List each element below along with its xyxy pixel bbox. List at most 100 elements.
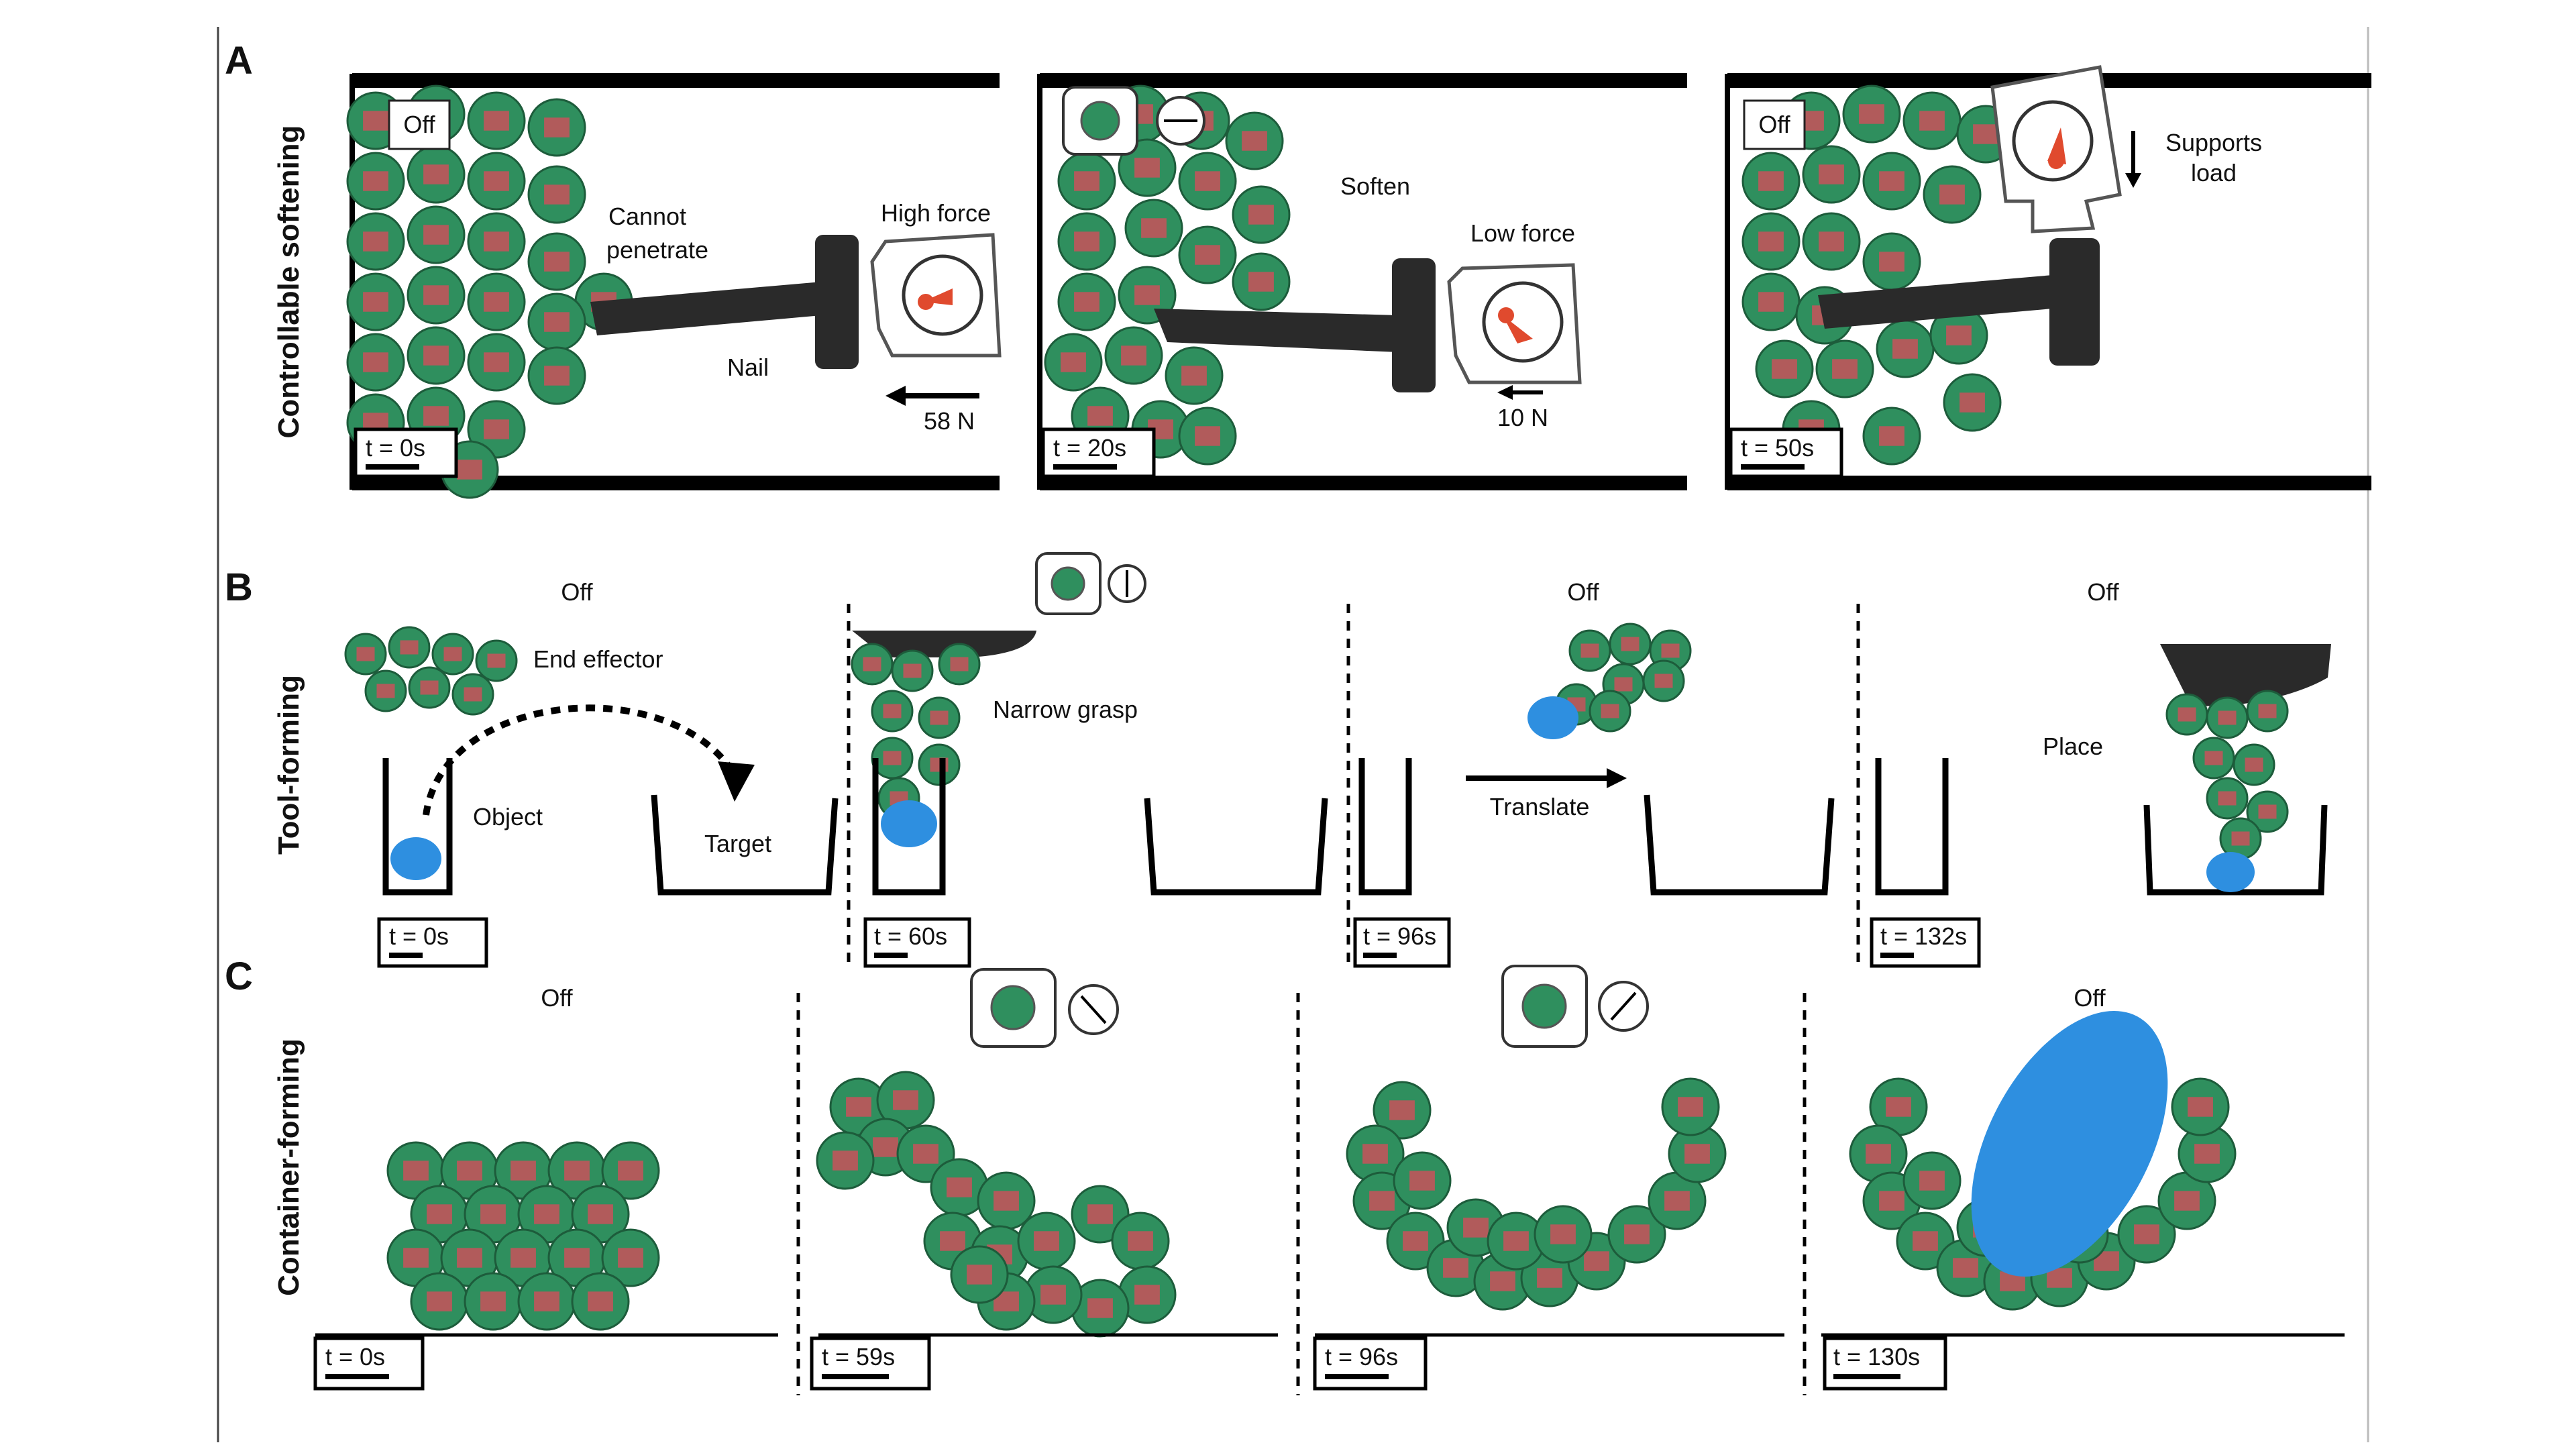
time-b1: t = 0s bbox=[389, 922, 449, 950]
robot-chip bbox=[1074, 292, 1099, 312]
robot-chip bbox=[484, 111, 509, 131]
robot-chip bbox=[403, 1248, 429, 1268]
robot-chip bbox=[544, 117, 570, 138]
robot-swarm-c1 bbox=[386, 1141, 660, 1331]
robot-chip bbox=[1134, 285, 1160, 305]
robot-chip bbox=[1181, 366, 1207, 386]
robot-chip bbox=[1879, 426, 1904, 446]
annotation-a1-cannot: Cannot bbox=[608, 203, 686, 230]
status-box-a3 bbox=[1743, 99, 1806, 150]
target-cup-b2 bbox=[1144, 798, 1328, 896]
annotation-b1-object: Object bbox=[473, 803, 543, 830]
annotation-b2-narrow-grasp: Narrow grasp bbox=[993, 696, 1138, 723]
robot-chip bbox=[1664, 1191, 1690, 1211]
robot-chip bbox=[1654, 674, 1673, 688]
robot-chip bbox=[1141, 218, 1167, 238]
robot-chip bbox=[618, 1161, 643, 1181]
robot-chip bbox=[1389, 1100, 1415, 1120]
panel-b4: Off Place t = 132s bbox=[1870, 578, 2331, 968]
horizontal-arrow-icon-a2 bbox=[1156, 96, 1205, 146]
annotation-a1-penetrate: penetrate bbox=[606, 236, 708, 264]
robot-chip bbox=[903, 663, 922, 678]
panel-c1: Off t = 0s bbox=[313, 984, 778, 1391]
robot-chip bbox=[1678, 1097, 1703, 1117]
robot-chip bbox=[1819, 231, 1844, 252]
robot-chip bbox=[1362, 1144, 1388, 1164]
robot-chip bbox=[403, 1161, 429, 1181]
trajectory-head-b1 bbox=[718, 761, 755, 802]
robot-chip bbox=[1074, 171, 1099, 191]
robot-chip bbox=[511, 1248, 536, 1268]
robot-chip bbox=[2178, 707, 2196, 722]
annotation-a1-high-force: High force bbox=[881, 199, 991, 227]
robot-chip bbox=[427, 1204, 452, 1224]
status-box-a1 bbox=[388, 99, 451, 150]
robot-chip bbox=[1919, 1171, 1945, 1191]
time-c2: t = 59s bbox=[822, 1343, 895, 1371]
nail-head-a3 bbox=[2049, 238, 2100, 366]
diagonal-arrow-icon-c2 bbox=[1068, 984, 1119, 1035]
time-b3: t = 96s bbox=[1363, 922, 1436, 950]
robot-chip bbox=[1537, 1268, 1562, 1288]
panel-b1: Off End effector Object Target t = 0s bbox=[344, 578, 839, 968]
robot-chip bbox=[1621, 637, 1640, 651]
robot-swarm-b3 bbox=[1555, 623, 1692, 733]
panel-c4: Off t = 130s bbox=[1821, 984, 2345, 1391]
time-a1: t = 0s bbox=[366, 434, 425, 462]
annotation-a2-soften: Soften bbox=[1340, 172, 1410, 200]
source-cup-b2 bbox=[872, 758, 946, 896]
robot-chip bbox=[2174, 1191, 2200, 1211]
robot-chip bbox=[1580, 643, 1599, 658]
robot-chip bbox=[400, 640, 419, 655]
robot-chip bbox=[484, 292, 509, 312]
target-cup-b1 bbox=[651, 794, 839, 896]
row-b-letter: B bbox=[225, 566, 253, 609]
robot-chip bbox=[1758, 292, 1784, 312]
robot-chip bbox=[484, 352, 509, 372]
force-gauge-a1 bbox=[870, 233, 1002, 358]
object-c4 bbox=[1971, 1010, 2168, 1277]
robot-chip bbox=[2218, 710, 2237, 725]
robot-chip bbox=[1040, 1285, 1066, 1305]
time-box-b3 bbox=[1353, 917, 1451, 968]
robot-chip bbox=[457, 460, 482, 480]
trajectory-b1 bbox=[423, 704, 738, 816]
robot-chip bbox=[1684, 1144, 1710, 1164]
time-box-b4 bbox=[1870, 917, 1981, 968]
robot-chip bbox=[2245, 757, 2263, 772]
robot-chip bbox=[1087, 1204, 1113, 1224]
robot-chip bbox=[464, 687, 482, 702]
annotation-b3-translate: Translate bbox=[1490, 793, 1590, 820]
robot-chip bbox=[2134, 1224, 2159, 1244]
target-cup-b3 bbox=[1644, 794, 1835, 896]
nail-shaft-a2 bbox=[1154, 309, 1399, 352]
status-a3: Off bbox=[1758, 111, 1790, 138]
robot-chip bbox=[1939, 184, 1965, 205]
robot-chip bbox=[1919, 111, 1945, 131]
robot-chip bbox=[1248, 272, 1274, 292]
end-effector-b4 bbox=[2160, 644, 2331, 706]
robot-chip bbox=[873, 1137, 898, 1157]
robot-chip bbox=[2188, 1097, 2213, 1117]
robot-chip bbox=[376, 684, 395, 698]
annotation-b1-target: Target bbox=[704, 830, 771, 857]
time-b2: t = 60s bbox=[874, 922, 947, 950]
robot-chip bbox=[1134, 1285, 1160, 1305]
robot-swarm-b2 bbox=[851, 643, 981, 820]
robot-chip bbox=[457, 1248, 482, 1268]
robot-chip bbox=[1134, 158, 1160, 178]
robot-chip bbox=[2231, 831, 2250, 846]
robot-chip bbox=[363, 231, 388, 252]
robot-chip bbox=[427, 1291, 452, 1311]
time-box-b1 bbox=[377, 917, 488, 968]
robot-swarm-b4 bbox=[2165, 690, 2289, 860]
time-c4: t = 130s bbox=[1833, 1343, 1920, 1371]
robot-chip bbox=[588, 1291, 613, 1311]
robot-chip bbox=[2258, 704, 2277, 718]
time-box-b2 bbox=[863, 917, 971, 968]
robot-chip bbox=[588, 1204, 613, 1224]
robot-chip bbox=[2047, 1268, 2072, 1288]
object-b3 bbox=[1527, 696, 1578, 739]
annotation-a2-force-value: 10 N bbox=[1497, 404, 1548, 431]
translate-arrow-b3-head bbox=[1607, 768, 1627, 788]
